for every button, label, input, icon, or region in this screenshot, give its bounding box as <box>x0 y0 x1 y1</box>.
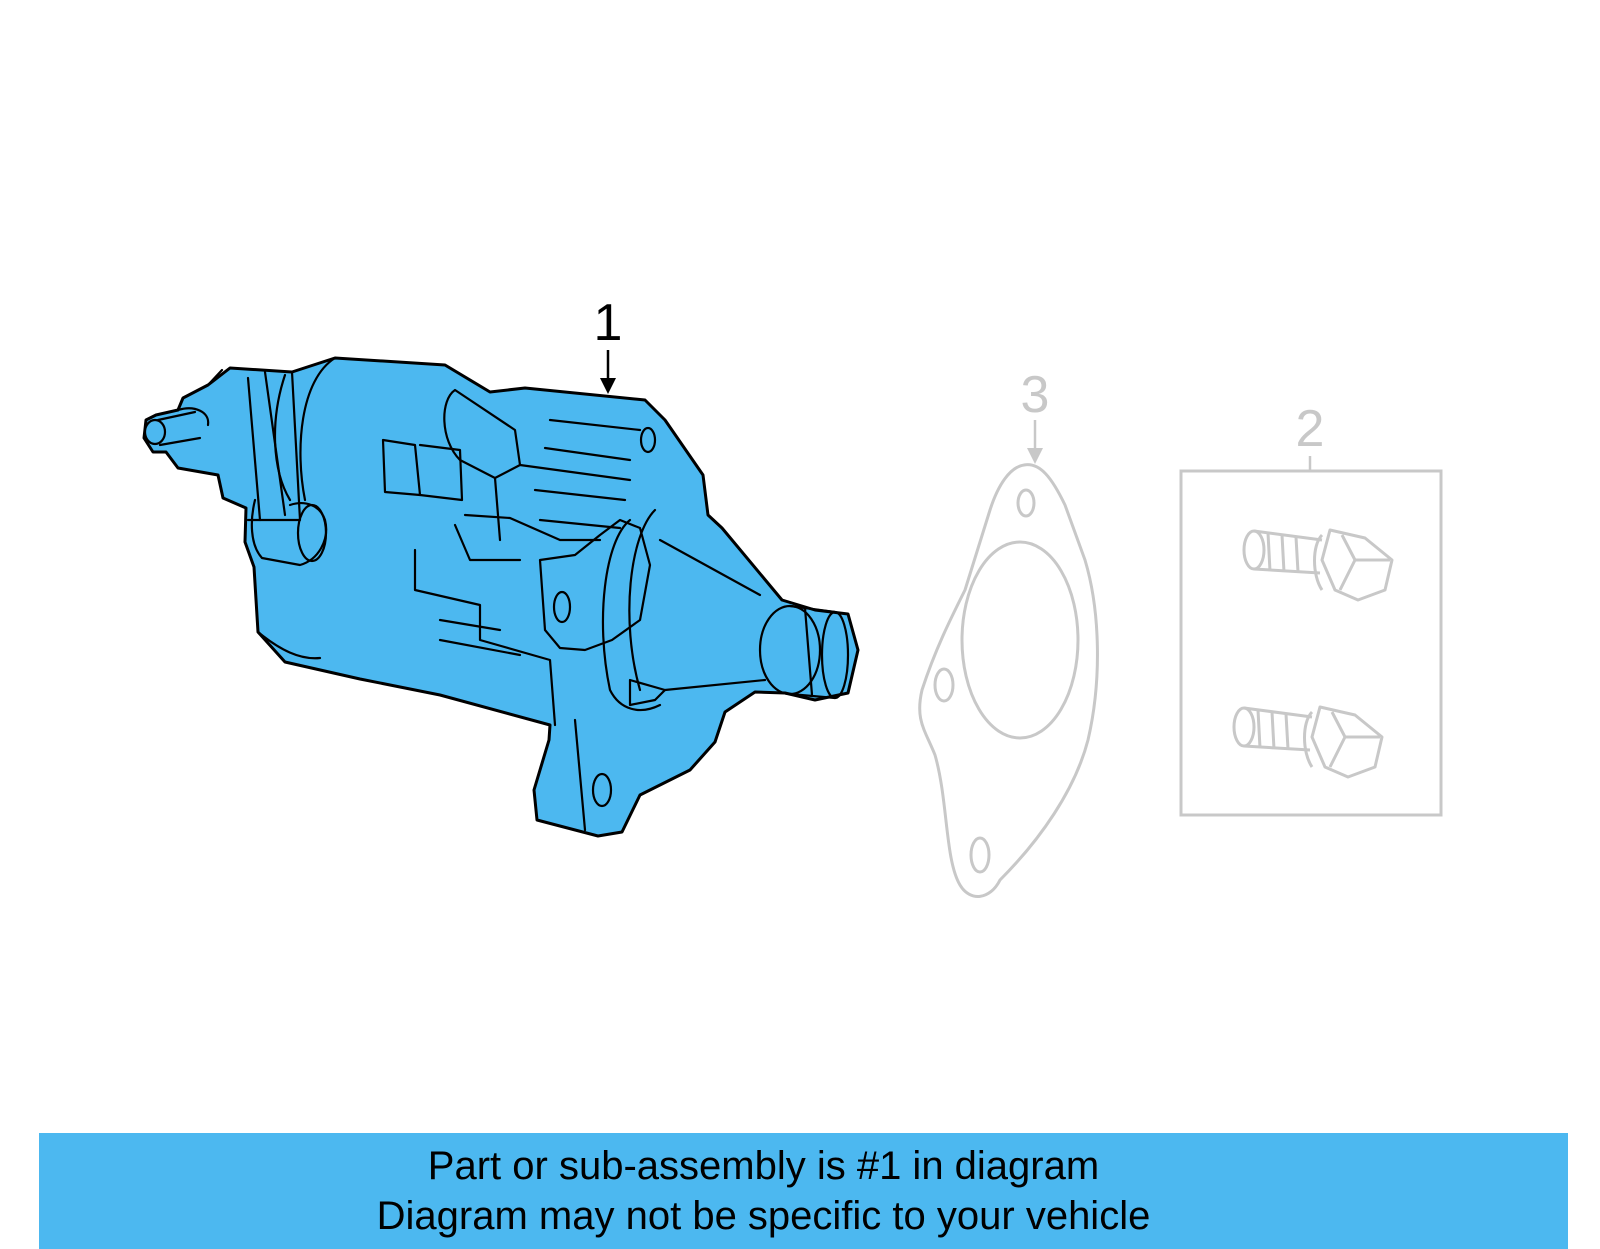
bolt-icon <box>1242 528 1394 602</box>
footer-banner: Part or sub-assembly is #1 in diagram Di… <box>39 1133 1568 1249</box>
bolt-icon <box>1232 705 1384 779</box>
footer-line-2: Diagram may not be specific to your vehi… <box>376 1194 1151 1238</box>
gasket-icon <box>918 463 1099 898</box>
footer-line-1: Part or sub-assembly is #1 in diagram <box>427 1144 1100 1188</box>
parts-diagram: 1 3 2 <box>142 294 1443 898</box>
callout-3-label: 3 <box>1021 366 1050 424</box>
bolts-box <box>1179 469 1443 817</box>
callout-1-label: 1 <box>594 294 623 352</box>
callout-2-label: 2 <box>1296 400 1325 458</box>
starter-motor-icon[interactable] <box>142 356 860 838</box>
